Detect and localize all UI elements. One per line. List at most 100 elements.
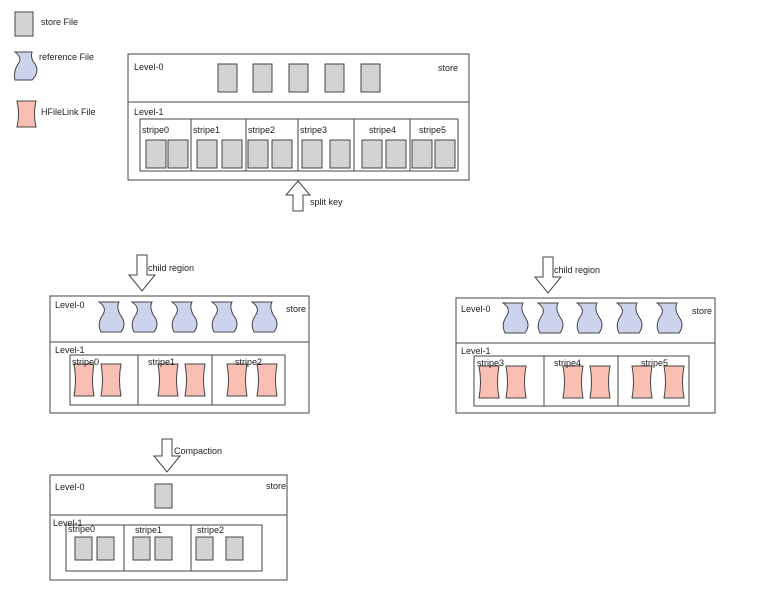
stripe-label: stripe2 — [197, 525, 225, 535]
hfilelink-file — [184, 363, 206, 397]
left-level1-files — [73, 363, 278, 397]
right-level0-label: Level-0 — [461, 304, 491, 314]
left-level1-label: Level-1 — [55, 345, 85, 355]
compaction-label: Compaction — [174, 446, 223, 456]
left-child-store — [49, 295, 310, 414]
right-child-arrow-icon — [533, 256, 563, 294]
store-file — [96, 536, 115, 561]
stripe-label: stripe1 — [148, 357, 176, 367]
top-level1-label: Level-1 — [134, 107, 164, 117]
store-file — [196, 139, 218, 169]
stripe-label: stripe5 — [419, 125, 447, 135]
store-file — [411, 139, 433, 169]
reference-file — [655, 302, 683, 334]
split-key-arrow-icon — [284, 180, 312, 212]
hfilelink-file — [100, 363, 122, 397]
store-file — [195, 536, 214, 561]
store-file — [74, 536, 93, 561]
right-store-label: store — [692, 306, 713, 316]
store-file — [361, 139, 383, 169]
right-level0-files — [501, 302, 683, 334]
hfilelink-file — [589, 365, 611, 399]
stripe-label: stripe4 — [369, 125, 397, 135]
left-child-store-box — [49, 295, 310, 414]
top-stripes-box — [139, 118, 459, 172]
store-file — [324, 63, 345, 93]
left-level0-label: Level-0 — [55, 300, 85, 310]
hfilelink-file — [73, 363, 95, 397]
store-file-legend-icon — [14, 11, 34, 37]
hfilelink-file — [478, 365, 500, 399]
reference-file — [130, 301, 158, 333]
store-file — [225, 536, 244, 561]
reference-file — [97, 301, 125, 333]
split-key-label: split key — [310, 197, 343, 207]
store-file — [360, 63, 381, 93]
store-file — [301, 139, 323, 169]
legend-reference-file-label: reference File — [39, 52, 95, 62]
compacted-level0-label: Level-0 — [55, 482, 85, 492]
hfilelink-file — [256, 363, 278, 397]
right-level1-files — [478, 365, 685, 399]
reference-file — [170, 301, 198, 333]
store-file — [154, 536, 173, 561]
store-file — [132, 536, 151, 561]
top-store-box — [127, 53, 470, 181]
store-file — [221, 139, 243, 169]
stripe-label: stripe3 — [477, 358, 505, 368]
reference-file — [501, 302, 529, 334]
store-file — [385, 139, 407, 169]
compaction-arrow-icon — [152, 438, 182, 473]
right-child-store-box — [455, 297, 716, 414]
compacted-store — [49, 474, 288, 581]
stripe-label: stripe4 — [554, 358, 582, 368]
stripe-label: stripe5 — [641, 358, 669, 368]
hfilelink-file — [505, 365, 527, 399]
store-file — [271, 139, 293, 169]
left-stripes-box — [69, 354, 286, 406]
store-file — [217, 63, 238, 93]
store-file — [247, 139, 269, 169]
stripe-label: stripe0 — [68, 524, 96, 534]
compacted-stripes-box — [65, 524, 263, 572]
legend — [13, 11, 38, 128]
left-level0-files — [97, 301, 278, 333]
reference-file — [536, 302, 564, 334]
compacted-store-label: store — [266, 481, 287, 491]
reference-file — [575, 302, 603, 334]
store-file — [288, 63, 309, 93]
hfilelink-file — [562, 365, 584, 399]
store-file — [167, 139, 189, 169]
legend-store-file-label: store File — [41, 17, 79, 27]
right-child-region-label: child region — [554, 265, 601, 275]
hfilelink-file-legend-icon — [16, 100, 37, 128]
compacted-level1-label: Level-1 — [53, 518, 83, 528]
left-child-arrow-icon — [127, 254, 157, 292]
top-level0-label: Level-0 — [134, 62, 164, 72]
stripe-label: stripe2 — [235, 357, 263, 367]
hfilelink-file — [663, 365, 685, 399]
stripe-label: stripe3 — [300, 125, 328, 135]
store-file — [329, 139, 351, 169]
left-child-region-label: child region — [148, 263, 195, 273]
stripe-label: stripe1 — [135, 525, 163, 535]
store-file — [434, 139, 456, 169]
reference-file-legend-icon — [13, 51, 38, 81]
store-file — [154, 483, 173, 509]
left-store-label: store — [286, 304, 307, 314]
hfilelink-file — [631, 365, 653, 399]
reference-file — [615, 302, 643, 334]
stripe-label: stripe1 — [193, 125, 221, 135]
store-file — [145, 139, 167, 169]
right-level1-label: Level-1 — [461, 346, 491, 356]
store-file — [252, 63, 273, 93]
hfilelink-file — [157, 363, 179, 397]
reference-file — [250, 301, 278, 333]
stripe-label: stripe0 — [142, 125, 170, 135]
stripe-label: stripe2 — [248, 125, 276, 135]
compacted-store-box — [49, 474, 288, 581]
top-level1-files — [145, 139, 456, 169]
top-level0-files — [217, 63, 381, 93]
right-stripes-box — [473, 355, 690, 407]
